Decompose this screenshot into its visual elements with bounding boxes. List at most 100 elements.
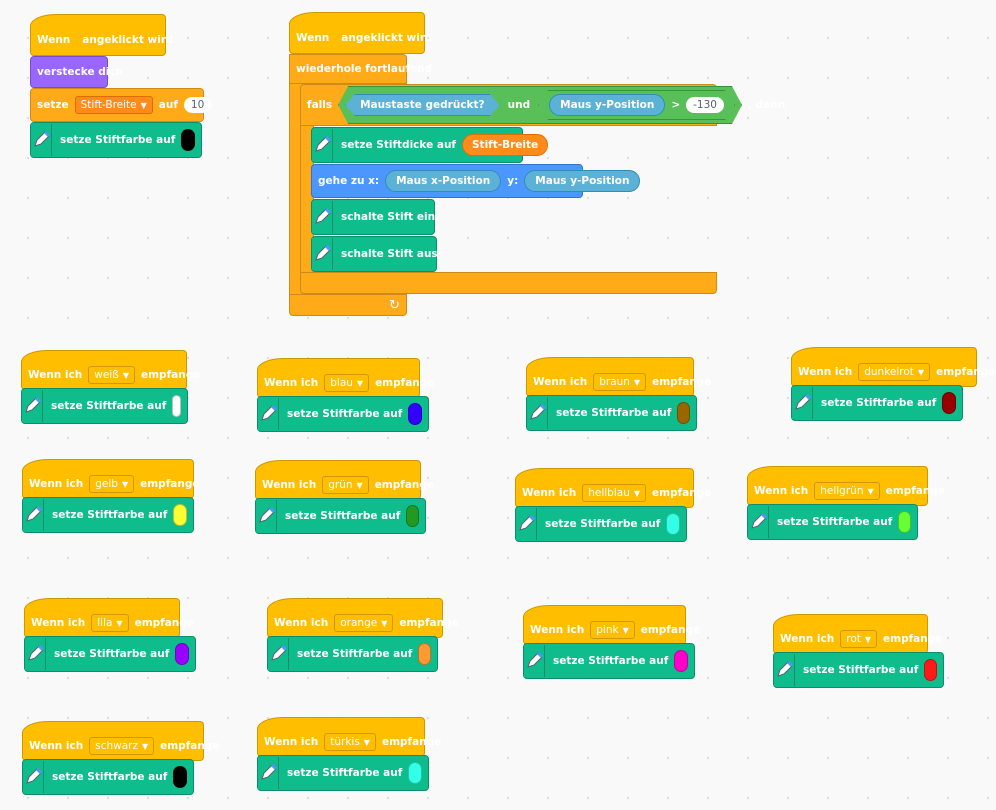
greater-than-operator[interactable]: Maus y-Position > -130 bbox=[538, 90, 735, 120]
pen-down-block[interactable]: schalte Stift ein bbox=[311, 199, 435, 235]
pen-color-swatch[interactable] bbox=[677, 402, 690, 424]
pen-color-swatch[interactable] bbox=[924, 659, 937, 681]
go-to-x-label: gehe zu x: bbox=[318, 175, 380, 187]
message-dropdown[interactable]: lila▼ bbox=[91, 614, 129, 632]
pen-color-swatch[interactable] bbox=[666, 513, 680, 535]
set-pen-color-block[interactable]: setze Stiftfarbe auf bbox=[526, 395, 697, 431]
receive-label: empfange bbox=[375, 377, 435, 389]
set-pen-color-block[interactable]: setze Stiftfarbe auf bbox=[257, 396, 429, 432]
message-dropdown[interactable]: hellblau▼ bbox=[582, 484, 647, 502]
pen-color-swatch[interactable] bbox=[408, 403, 422, 425]
message-dropdown[interactable]: blau▼ bbox=[324, 374, 370, 392]
message-name: türkis bbox=[330, 736, 360, 748]
set-pen-color-block[interactable]: setze Stiftfarbe auf bbox=[22, 497, 194, 533]
set-label: setze bbox=[37, 99, 69, 111]
mouse-x-reporter[interactable]: Maus x-Position bbox=[385, 170, 502, 192]
pen-icon bbox=[31, 124, 52, 156]
receive-hat-9[interactable]: Wenn ich orange▼ empfange bbox=[267, 598, 459, 638]
set-pen-color-block[interactable]: setze Stiftfarbe auf bbox=[267, 636, 438, 672]
when-receive-label: Wenn ich bbox=[31, 617, 86, 629]
set-pen-color-block[interactable]: setze Stiftfarbe auf bbox=[21, 388, 188, 424]
set-pen-color-block[interactable]: setze Stiftfarbe auf bbox=[515, 506, 687, 542]
pen-icon bbox=[258, 757, 279, 789]
message-dropdown[interactable]: grün▼ bbox=[322, 476, 369, 494]
set-variable-block[interactable]: setze Stift-Breite▼ auf 10 bbox=[30, 88, 212, 122]
message-dropdown[interactable]: türkis▼ bbox=[324, 733, 376, 751]
set-pen-color-block[interactable]: setze Stiftfarbe auf bbox=[773, 652, 944, 688]
variable-value-input[interactable]: 10 bbox=[183, 97, 212, 113]
dropdown-arrow-icon: ▼ bbox=[864, 635, 872, 644]
set-pen-color-block[interactable]: setze Stiftfarbe auf bbox=[257, 755, 429, 791]
pen-color-swatch[interactable] bbox=[406, 505, 419, 527]
go-to-xy-block[interactable]: gehe zu x: Maus x-Position y: Maus y-Pos… bbox=[311, 164, 641, 198]
message-dropdown[interactable]: braun▼ bbox=[593, 373, 647, 391]
dropdown-arrow-icon: ▼ bbox=[140, 101, 147, 110]
message-dropdown[interactable]: rot▼ bbox=[840, 630, 878, 648]
when-label: Wenn bbox=[296, 32, 330, 44]
set-pen-color-block[interactable]: setze Stiftfarbe auf bbox=[523, 643, 695, 679]
set-pen-color-label: setze Stiftfarbe auf bbox=[545, 518, 661, 530]
and-operator[interactable]: Maustaste gedrückt? und Maus y-Position … bbox=[338, 86, 742, 124]
message-dropdown[interactable]: weiß▼ bbox=[88, 366, 135, 384]
pen-color-swatch[interactable] bbox=[181, 129, 195, 151]
pen-color-swatch[interactable] bbox=[172, 395, 181, 417]
receive-label: empfange bbox=[399, 617, 459, 629]
if-block[interactable]: falls Maustaste gedrückt? und Maus y-Pos… bbox=[300, 84, 785, 126]
pen-color-swatch[interactable] bbox=[898, 511, 911, 533]
hat-green-flag-2[interactable]: Wenn angeklickt wird bbox=[289, 12, 433, 54]
message-dropdown[interactable]: hellgrün▼ bbox=[814, 482, 880, 500]
pen-color-swatch[interactable] bbox=[674, 650, 688, 672]
mouse-y-reporter[interactable]: Maus y-Position bbox=[549, 94, 665, 116]
pen-color-swatch[interactable] bbox=[408, 762, 422, 784]
message-dropdown[interactable]: gelb▼ bbox=[89, 475, 135, 493]
message-dropdown[interactable]: pink▼ bbox=[590, 621, 635, 639]
pen-color-swatch[interactable] bbox=[173, 766, 187, 788]
set-pen-color-block[interactable]: setze Stiftfarbe auf bbox=[747, 504, 918, 540]
dropdown-arrow-icon: ▼ bbox=[356, 481, 363, 490]
pen-color-swatch[interactable] bbox=[175, 643, 189, 665]
pen-up-block[interactable]: schalte Stift aus bbox=[311, 236, 438, 272]
message-dropdown[interactable]: orange▼ bbox=[334, 614, 394, 632]
set-pen-color-block[interactable]: setze Stiftfarbe auf bbox=[791, 385, 963, 421]
pen-color-swatch[interactable] bbox=[173, 504, 187, 526]
set-pen-color-block[interactable]: setze Stiftfarbe auf bbox=[24, 636, 196, 672]
compare-value-input[interactable]: -130 bbox=[686, 97, 724, 113]
forever-block[interactable]: wiederhole fortlaufend bbox=[289, 54, 432, 84]
mouse-down-sensor[interactable]: Maustaste gedrückt? bbox=[345, 94, 500, 116]
pen-color-swatch[interactable] bbox=[942, 392, 956, 414]
message-name: braun bbox=[599, 376, 630, 388]
receive-label: empfange bbox=[885, 485, 945, 497]
set-pen-color-block-1[interactable]: setze Stiftfarbe auf bbox=[30, 122, 202, 158]
message-dropdown[interactable]: schwarz▼ bbox=[89, 737, 155, 755]
hide-block[interactable]: verstecke dich bbox=[30, 56, 123, 88]
pen-icon bbox=[792, 387, 813, 419]
set-pen-color-block[interactable]: setze Stiftfarbe auf bbox=[255, 498, 426, 534]
set-pen-size-block[interactable]: setze Stiftdicke auf Stift-Breite bbox=[311, 127, 549, 163]
pen-width-reporter[interactable]: Stift-Breite bbox=[462, 134, 549, 156]
pen-icon bbox=[25, 638, 46, 670]
message-dropdown[interactable]: dunkelrot▼ bbox=[858, 363, 931, 381]
pen-icon bbox=[23, 761, 44, 793]
variable-dropdown[interactable]: Stift-Breite▼ bbox=[74, 96, 153, 114]
set-pen-color-block[interactable]: setze Stiftfarbe auf bbox=[22, 759, 194, 795]
receive-label: empfange bbox=[381, 736, 442, 748]
pen-color-swatch[interactable] bbox=[418, 643, 431, 665]
hat-green-flag-1[interactable]: Wenn angeklickt wird bbox=[30, 14, 174, 56]
when-receive-label: Wenn ich bbox=[274, 617, 329, 629]
mouse-y-reporter-2[interactable]: Maus y-Position bbox=[524, 170, 641, 192]
forever-footer[interactable]: ↻ bbox=[289, 294, 407, 316]
pen-icon bbox=[527, 397, 548, 429]
